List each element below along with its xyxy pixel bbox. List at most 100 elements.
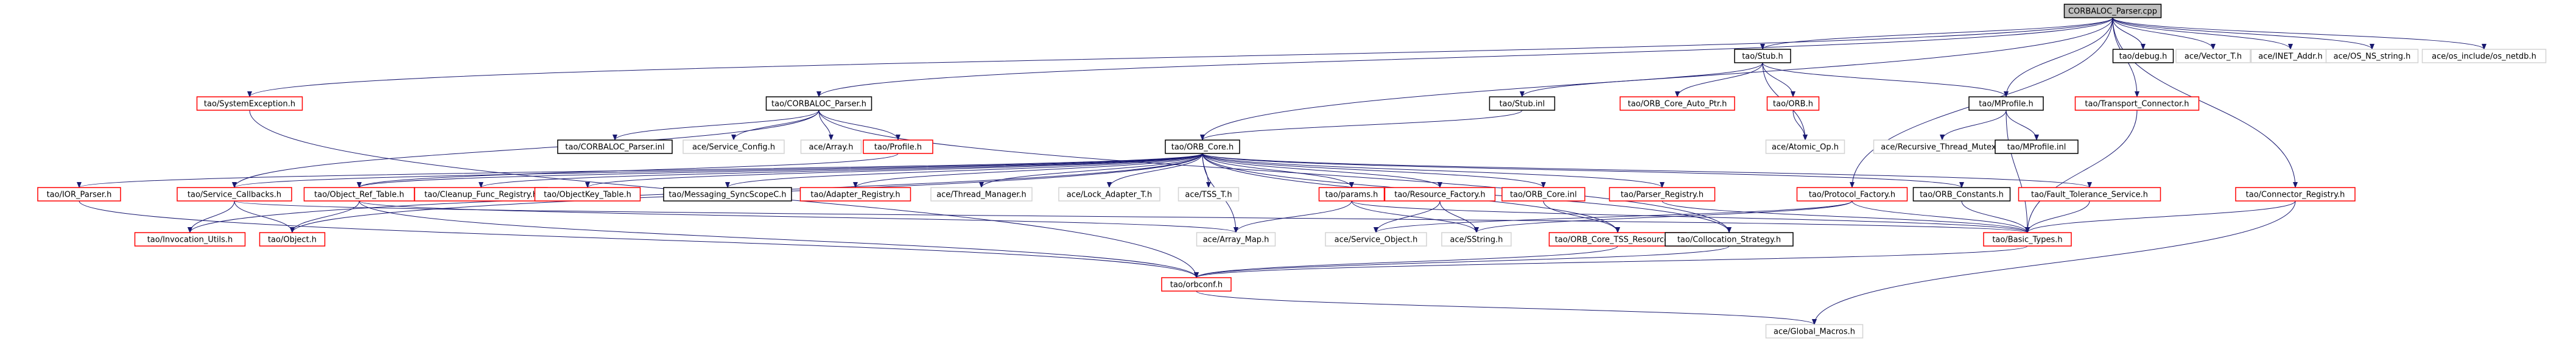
node-profile_h[interactable]: tao/Profile.h	[863, 139, 933, 154]
node-objectkey_table[interactable]: tao/ObjectKey_Table.h	[534, 187, 641, 202]
node-atomic_op[interactable]: ace/Atomic_Op.h	[1765, 139, 1845, 154]
node-service_object[interactable]: ace/Service_Object.h	[1325, 232, 1427, 247]
node-label: tao/IOR_Parser.h	[47, 191, 112, 200]
node-transport_conn[interactable]: tao/Transport_Connector.h	[2074, 96, 2200, 111]
node-parser_registry[interactable]: tao/Parser_Registry.h	[1609, 187, 1716, 202]
edge-root-to-inet_addr	[2112, 17, 2293, 50]
node-inet_addr[interactable]: ace/INET_Addr.h	[2250, 49, 2331, 63]
node-messaging_sync[interactable]: tao/Messaging_SyncScopeC.h	[663, 187, 792, 202]
node-label: tao/Stub.inl	[1500, 100, 1545, 109]
node-orb_core_auto[interactable]: tao/ORB_Core_Auto_Ptr.h	[1620, 96, 1735, 111]
node-adapter_registry[interactable]: tao/Adapter_Registry.h	[799, 187, 911, 202]
node-box	[1620, 96, 1735, 111]
node-invocation_utils[interactable]: tao/Invocation_Utils.h	[134, 232, 246, 247]
node-thread_manager[interactable]: ace/Thread_Manager.h	[930, 187, 1033, 202]
node-box	[1161, 277, 1232, 292]
node-label: ace/Recursive_Thread_Mutex.h	[1881, 143, 2004, 152]
node-label: ace/SString.h	[1450, 236, 1503, 245]
node-tss_t[interactable]: ace/TSS_T.h	[1177, 187, 1240, 202]
node-protocol_factory[interactable]: tao/Protocol_Factory.h	[1796, 187, 1908, 202]
edge-params_h-to-sstring	[1351, 200, 1479, 233]
node-array_h[interactable]: ace/Array.h	[800, 139, 862, 154]
edge-service_callbacks-to-object_h	[234, 200, 295, 233]
node-connector_registry[interactable]: tao/Connector_Registry.h	[2235, 187, 2356, 202]
node-service_callbacks[interactable]: tao/Service_Callbacks.h	[177, 187, 292, 202]
node-box	[2112, 49, 2174, 63]
node-box	[1177, 187, 1240, 202]
node-basic_types[interactable]: tao/Basic_Types.h	[1983, 232, 2072, 247]
node-fault_tolerance[interactable]: tao/Fault_Tolerance_Service.h	[2018, 187, 2161, 202]
node-debug_h[interactable]: tao/debug.h	[2112, 49, 2174, 63]
node-label: tao/CORBALOC_Parser.h	[771, 100, 866, 109]
node-label: tao/SystemException.h	[204, 100, 295, 109]
edges-layer	[77, 17, 2487, 325]
edge-orbconf-to-global_macros	[1196, 290, 1817, 325]
node-label: tao/ORB_Constants.h	[1920, 191, 2004, 200]
node-stub_h[interactable]: tao/Stub.h	[1734, 49, 1791, 63]
node-array_map[interactable]: ace/Array_Map.h	[1196, 232, 1276, 247]
node-box	[1196, 232, 1276, 247]
node-box	[557, 139, 673, 154]
edge-object_ref_table-to-array_map	[359, 200, 1238, 233]
node-stub_inl[interactable]: tao/Stub.inl	[1489, 96, 1556, 111]
edge-root-to-os_netdb	[2112, 17, 2487, 50]
node-cleanup_func[interactable]: tao/Cleanup_Func_Registry.h	[414, 187, 548, 202]
node-label: tao/ORB_Core.inl	[1510, 191, 1577, 200]
node-label: tao/CORBALOC_Parser.inl	[565, 143, 664, 152]
node-label: tao/Basic_Types.h	[1992, 236, 2062, 245]
node-box	[259, 232, 326, 247]
node-lock_adapter[interactable]: ace/Lock_Adapter_T.h	[1058, 187, 1160, 202]
node-box	[683, 139, 785, 154]
node-label: ace/Thread_Manager.h	[936, 191, 1027, 200]
node-box	[663, 187, 792, 202]
node-box	[863, 139, 933, 154]
node-mprofile_h[interactable]: tao/MProfile.h	[1968, 96, 2044, 111]
node-resource_factory[interactable]: tao/Resource_Factory.h	[1384, 187, 1496, 202]
node-label: tao/debug.h	[2119, 52, 2167, 62]
node-ior_parser[interactable]: tao/IOR_Parser.h	[37, 187, 121, 202]
node-box	[765, 96, 872, 111]
node-label: tao/Stub.h	[1742, 52, 1783, 62]
node-os_netdb[interactable]: ace/os_include/os_netdb.h	[2421, 49, 2547, 63]
edge-resource_factory-to-sstring	[1439, 200, 1479, 233]
node-object_h[interactable]: tao/Object.h	[259, 232, 326, 247]
node-os_ns_string[interactable]: ace/OS_NS_string.h	[2325, 49, 2419, 63]
node-params_h[interactable]: tao/params.h	[1318, 187, 1385, 202]
node-label: ace/INET_Addr.h	[2258, 52, 2322, 62]
node-mprofile_inl[interactable]: tao/MProfile.inl	[1995, 139, 2079, 154]
node-corbaloc_inl[interactable]: tao/CORBALOC_Parser.inl	[557, 139, 673, 154]
node-label: tao/Resource_Factory.h	[1394, 191, 1486, 200]
edge-orb_core-to-cleanup_func	[479, 153, 1203, 188]
node-sys_exc[interactable]: tao/SystemException.h	[196, 96, 303, 111]
node-label: tao/MProfile.h	[1979, 100, 2033, 109]
node-box	[1501, 187, 1585, 202]
edge-orb_core_inl-to-tss_resources	[1543, 200, 1620, 233]
node-corbaloc_h[interactable]: tao/CORBALOC_Parser.h	[765, 96, 872, 111]
node-box	[196, 96, 303, 111]
edge-stub_h-to-mprofile_h	[1762, 62, 2009, 97]
edge-orb_core-to-params_h	[1202, 153, 1354, 188]
node-label: ace/os_include/os_netdb.h	[2432, 52, 2536, 62]
node-tss_resources[interactable]: tao/ORB_Core_TSS_Resources.h	[1548, 232, 1687, 247]
node-sstring[interactable]: ace/SString.h	[1441, 232, 1512, 247]
edge-mprofile_h-to-basic_types	[2006, 110, 2030, 233]
node-recursive_mutex[interactable]: ace/Recursive_Thread_Mutex.h	[1873, 139, 2012, 154]
node-orb_h[interactable]: tao/ORB.h	[1766, 96, 1820, 111]
node-box	[930, 187, 1033, 202]
edge-mprofile_h-to-mprofile_inl	[2006, 110, 2039, 141]
node-global_macros[interactable]: ace/Global_Macros.h	[1765, 324, 1864, 339]
edge-connector_registry-to-global_macros	[1812, 200, 2296, 325]
node-orb_core[interactable]: tao/ORB_Core.h	[1165, 139, 1240, 154]
node-label: tao/Object_Ref_Table.h	[314, 191, 404, 200]
node-orb_core_inl[interactable]: tao/ORB_Core.inl	[1501, 187, 1585, 202]
edge-transport_conn-to-basic_types	[2025, 110, 2138, 233]
node-object_ref_table[interactable]: tao/Object_Ref_Table.h	[303, 187, 415, 202]
node-label: CORBALOC_Parser.cpp	[2068, 7, 2157, 16]
node-label: ace/Vector_T.h	[2185, 52, 2242, 62]
node-collocation[interactable]: tao/Collocation_Strategy.h	[1665, 232, 1794, 247]
node-label: tao/Messaging_SyncScopeC.h	[669, 191, 786, 200]
node-orb_constants[interactable]: tao/ORB_Constants.h	[1912, 187, 2011, 202]
node-orbconf[interactable]: tao/orbconf.h	[1161, 277, 1232, 292]
node-service_config[interactable]: ace/Service_Config.h	[683, 139, 785, 154]
node-vector_t[interactable]: ace/Vector_T.h	[2175, 49, 2251, 63]
